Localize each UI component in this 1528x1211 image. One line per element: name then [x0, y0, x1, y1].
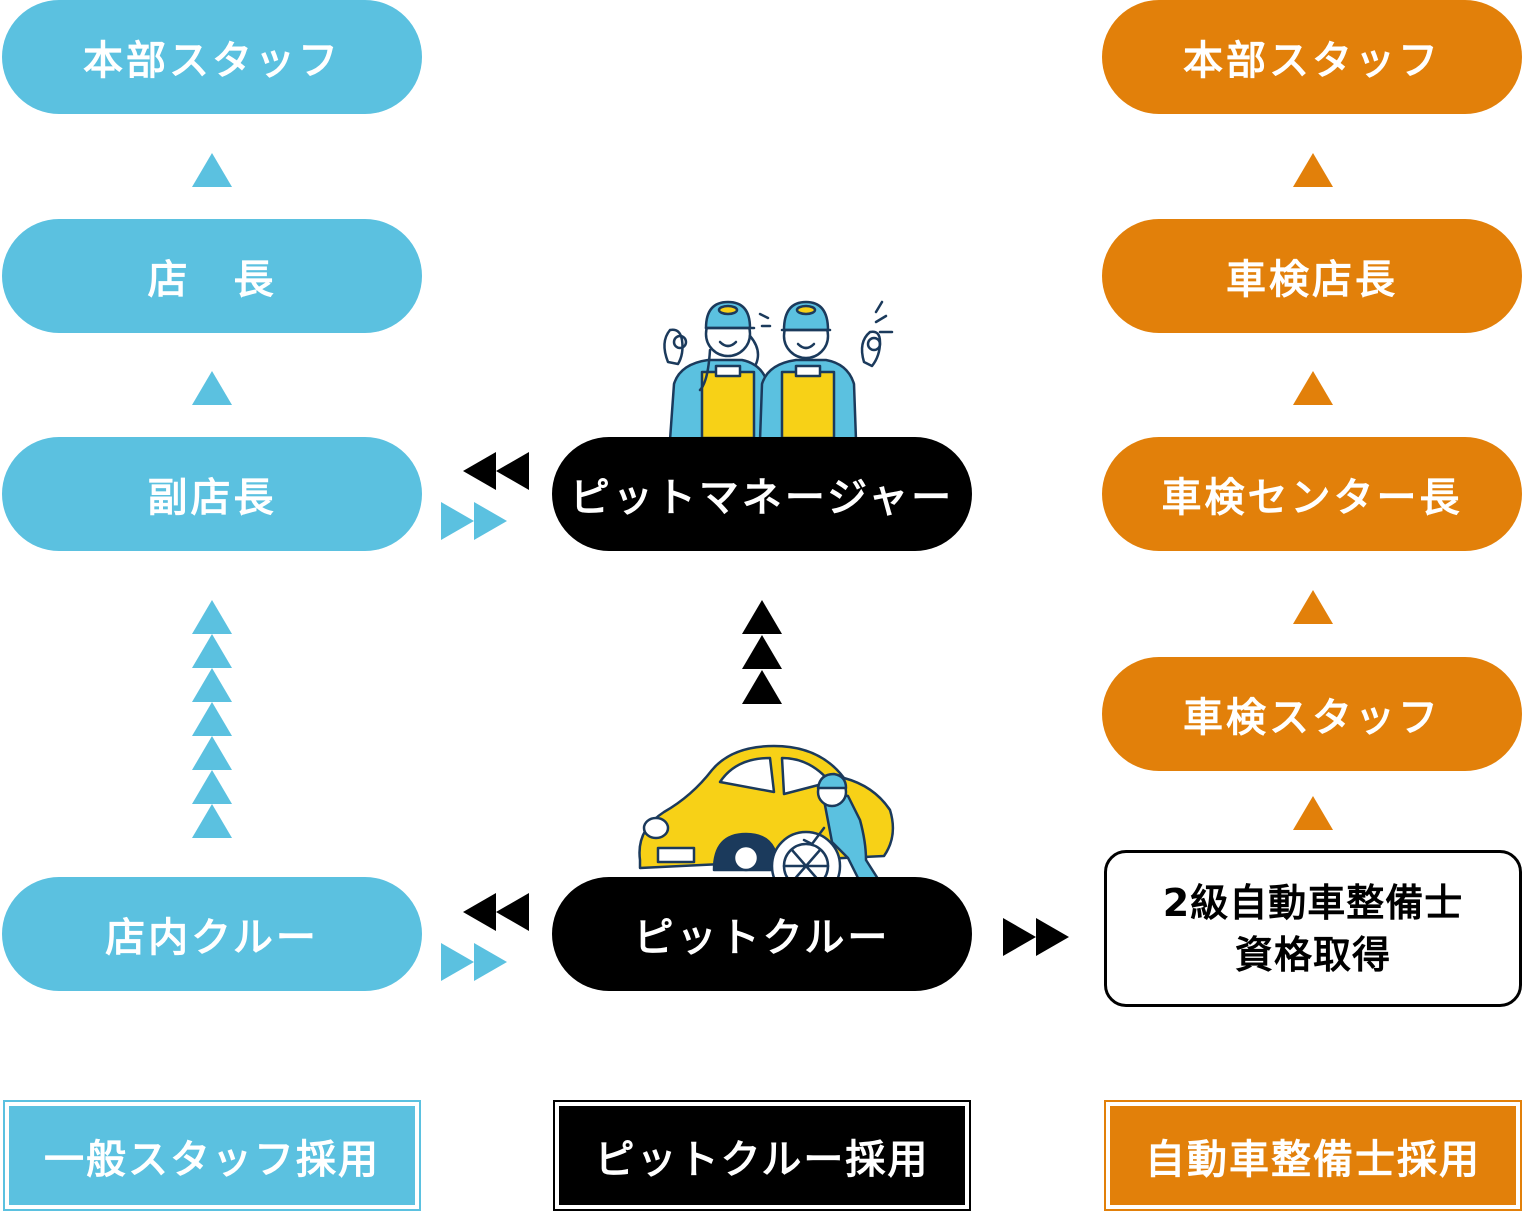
up-arrow-icon — [192, 770, 232, 804]
right-step-label: 車検センター長 — [1161, 475, 1463, 521]
footer-label: 自動車整備士採用 — [1145, 1136, 1481, 1183]
center-step-pit-crew: ピットクルー — [552, 877, 972, 991]
footer-mechanic-hiring: 自動車整備士採用 — [1104, 1100, 1522, 1211]
up-arrow-icon — [742, 600, 782, 634]
left-step-label: 本部スタッフ — [83, 38, 341, 84]
left-step-store-crew: 店内クルー — [2, 877, 422, 991]
car-tire-change-illustration — [638, 744, 895, 900]
left-step-head-office-staff: 本部スタッフ — [2, 0, 422, 114]
up-arrow-icon — [1293, 371, 1333, 405]
double-right-arrow-icon — [474, 943, 507, 981]
left-step-store-manager: 店 長 — [2, 219, 422, 333]
footer-label: ピットクルー採用 — [594, 1136, 930, 1183]
up-arrow-icon — [1293, 590, 1333, 624]
up-arrow-icon — [192, 702, 232, 736]
up-arrow-icon — [742, 670, 782, 704]
up-arrow-icon — [192, 634, 232, 668]
left-step-assistant-manager: 副店長 — [2, 437, 422, 551]
up-arrow-icon — [1293, 153, 1333, 187]
footer-label: 一般スタッフ採用 — [44, 1136, 380, 1183]
right-step-label: 車検スタッフ — [1183, 695, 1441, 741]
left-step-label: 副店長 — [147, 475, 277, 521]
double-right-arrow-icon — [441, 943, 474, 981]
right-step-head-office-staff: 本部スタッフ — [1102, 0, 1522, 114]
up-arrow-icon — [192, 804, 232, 838]
right-step-inspection-store-manager: 車検店長 — [1102, 219, 1522, 333]
double-right-arrow-icon — [441, 502, 474, 540]
up-arrow-icon — [192, 153, 232, 187]
double-right-arrow-icon — [1003, 918, 1036, 956]
qualification-line: 2級自動車整備士 — [1162, 880, 1464, 925]
double-right-arrow-icon — [1036, 918, 1069, 956]
up-arrow-icon — [192, 600, 232, 634]
left-step-label: 店 長 — [147, 257, 277, 303]
up-arrow-icon — [192, 371, 232, 405]
right-step-inspection-center-head: 車検センター長 — [1102, 437, 1522, 551]
up-arrow-icon — [192, 668, 232, 702]
footer-general-staff-hiring: 一般スタッフ採用 — [3, 1100, 421, 1211]
up-arrow-icon — [1293, 796, 1333, 830]
qualification-box: 2級自動車整備士 資格取得 — [1104, 850, 1522, 1007]
up-arrow-icon — [742, 635, 782, 669]
double-left-arrow-icon — [463, 893, 496, 931]
center-step-label: ピットマネージャー — [569, 475, 955, 521]
double-left-arrow-icon — [496, 452, 529, 490]
right-step-label: 車検店長 — [1226, 257, 1398, 303]
qualification-line: 資格取得 — [1234, 932, 1391, 977]
double-right-arrow-icon — [474, 502, 507, 540]
right-step-inspection-staff: 車検スタッフ — [1102, 657, 1522, 771]
double-left-arrow-icon — [496, 893, 529, 931]
mechanics-ok-sign-illustration — [663, 300, 894, 440]
double-left-arrow-icon — [463, 452, 496, 490]
center-step-label: ピットクルー — [633, 915, 891, 961]
footer-pit-crew-hiring: ピットクルー採用 — [553, 1100, 971, 1211]
right-step-label: 本部スタッフ — [1183, 38, 1441, 84]
left-step-label: 店内クルー — [105, 915, 319, 961]
up-arrow-icon — [192, 736, 232, 770]
center-step-pit-manager: ピットマネージャー — [552, 437, 972, 551]
